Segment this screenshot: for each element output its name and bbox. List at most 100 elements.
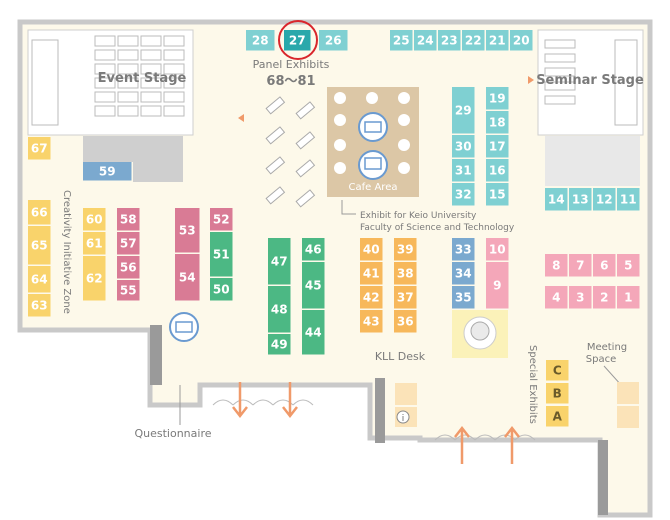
booth-52[interactable]: 52: [210, 208, 233, 231]
booth-22[interactable]: 22: [462, 30, 485, 51]
booth-50[interactable]: 50: [210, 278, 233, 301]
booth-box: [617, 254, 640, 277]
booth-box: [414, 30, 437, 51]
cafe-table: [398, 114, 410, 126]
booth-42[interactable]: 42: [360, 286, 383, 309]
booth-44[interactable]: 44: [302, 310, 325, 355]
arrow-down-icon: [282, 382, 298, 419]
booth-4[interactable]: 4: [545, 286, 568, 309]
booth-c[interactable]: C: [546, 360, 569, 381]
booth-a[interactable]: A: [546, 406, 569, 427]
booth-47[interactable]: 47: [268, 238, 291, 285]
seat: [140, 91, 162, 103]
booth-3[interactable]: 3: [569, 286, 592, 309]
booth-box: [360, 262, 383, 285]
booth-32[interactable]: 32: [452, 183, 475, 206]
booth-58[interactable]: 58: [117, 208, 140, 231]
booth-30[interactable]: 30: [452, 135, 475, 158]
booth-16[interactable]: 16: [486, 159, 509, 182]
booth-19[interactable]: 19: [486, 87, 509, 110]
booth-66[interactable]: 66: [28, 200, 51, 225]
booth-number: 6: [600, 258, 608, 272]
booth-number: 10: [489, 242, 506, 256]
booth-b[interactable]: B: [546, 383, 569, 404]
booth-8[interactable]: 8: [545, 254, 568, 277]
booth-63[interactable]: 63: [28, 294, 51, 317]
ballot-box-shape: [175, 321, 193, 333]
booth-12[interactable]: 12: [593, 188, 616, 211]
booth-46[interactable]: 46: [302, 238, 325, 261]
booth-35[interactable]: 35: [452, 286, 475, 309]
booth-54[interactable]: 54: [175, 254, 200, 301]
booth-61[interactable]: 61: [83, 232, 106, 255]
booth-box: [546, 360, 569, 381]
booth-number: 19: [489, 91, 506, 105]
booth-56[interactable]: 56: [117, 256, 140, 279]
booth-29[interactable]: 29: [452, 87, 475, 134]
booth-53[interactable]: 53: [175, 208, 200, 253]
booth-62[interactable]: 62: [83, 256, 106, 301]
booth-15[interactable]: 15: [486, 183, 509, 206]
booth-38[interactable]: 38: [394, 262, 417, 285]
booth-number: 14: [548, 192, 565, 206]
booth-box: [569, 286, 592, 309]
booth-48[interactable]: 48: [268, 286, 291, 333]
booth-27[interactable]: 27: [284, 30, 311, 51]
seminar-stage-label: Seminar Stage: [536, 73, 644, 88]
booth-39[interactable]: 39: [394, 238, 417, 261]
keio-exhibit-label-line2: Faculty of Science and Technology: [360, 223, 515, 233]
booth-31[interactable]: 31: [452, 159, 475, 182]
booth-59[interactable]: 59: [83, 162, 132, 181]
booth-number: 22: [465, 33, 482, 47]
booth-41[interactable]: 41: [360, 262, 383, 285]
booth-26[interactable]: 26: [319, 30, 348, 51]
booth-1[interactable]: 1: [617, 286, 640, 309]
event-stage-seats: [31, 35, 185, 126]
ballot-box-icon[interactable]: [169, 312, 199, 342]
booth-number: 38: [397, 266, 414, 280]
booth-25[interactable]: 25: [390, 30, 413, 51]
booth-33[interactable]: 33: [452, 238, 475, 261]
booth-6[interactable]: 6: [593, 254, 616, 277]
booth-number: 26: [325, 33, 342, 47]
booth-box: [486, 30, 509, 51]
booth-36[interactable]: 36: [394, 310, 417, 333]
booth-43[interactable]: 43: [360, 310, 383, 333]
booth-7[interactable]: 7: [569, 254, 592, 277]
booth-number: 45: [305, 278, 322, 292]
booth-51[interactable]: 51: [210, 232, 233, 277]
booth-57[interactable]: 57: [117, 232, 140, 255]
booth-67[interactable]: 67: [28, 137, 51, 160]
booth-9[interactable]: 9: [486, 262, 509, 309]
booth-17[interactable]: 17: [486, 135, 509, 158]
info-icon-glyph: i: [402, 414, 405, 424]
booth-14[interactable]: 14: [545, 188, 568, 211]
booth-40[interactable]: 40: [360, 238, 383, 261]
booth-number: 43: [363, 314, 380, 328]
kll-desk[interactable]: [395, 383, 417, 405]
booth-20[interactable]: 20: [510, 30, 533, 51]
booth-number: 11: [620, 192, 637, 206]
meeting-space[interactable]: [617, 382, 639, 404]
booth-45[interactable]: 45: [302, 262, 325, 309]
booth-64[interactable]: 64: [28, 266, 51, 293]
booth-2[interactable]: 2: [593, 286, 616, 309]
booth-65[interactable]: 65: [28, 226, 51, 265]
booth-10[interactable]: 10: [486, 238, 509, 261]
booth-60[interactable]: 60: [83, 208, 106, 231]
booth-18[interactable]: 18: [486, 111, 509, 134]
booth-21[interactable]: 21: [486, 30, 509, 51]
booth-13[interactable]: 13: [569, 188, 592, 211]
booth-5[interactable]: 5: [617, 254, 640, 277]
booth-49[interactable]: 49: [268, 334, 291, 355]
booth-23[interactable]: 23: [438, 30, 461, 51]
cafe-area[interactable]: Cafe Area: [327, 87, 419, 197]
booth-11[interactable]: 11: [617, 188, 640, 211]
booth-34[interactable]: 34: [452, 262, 475, 285]
booth-24[interactable]: 24: [414, 30, 437, 51]
booth-55[interactable]: 55: [117, 280, 140, 301]
meeting-space[interactable]: [617, 406, 639, 428]
booth-box: [486, 183, 509, 206]
booth-28[interactable]: 28: [246, 30, 275, 51]
booth-37[interactable]: 37: [394, 286, 417, 309]
